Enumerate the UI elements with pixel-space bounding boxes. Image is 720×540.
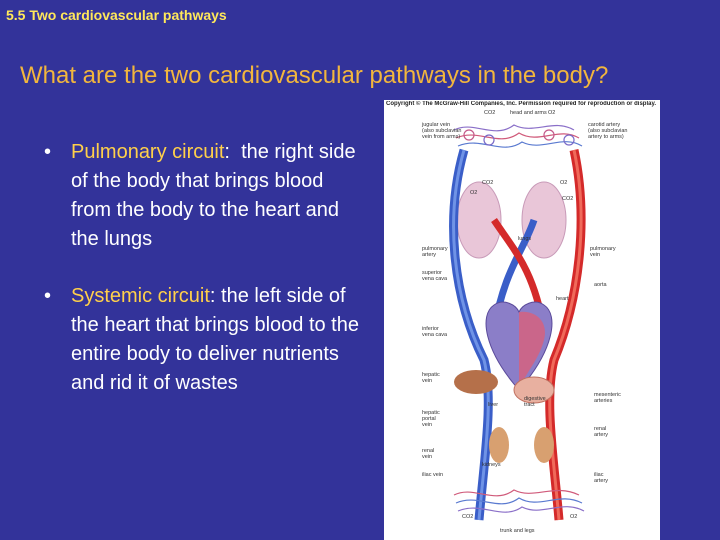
label-lungs: lungs [518, 236, 532, 242]
bullet-systemic-circuit: • Systemic circuit: the left side of the… [44, 282, 364, 398]
bullet-pulmonary-circuit: • Pulmonary circuit: the right side of t… [44, 138, 364, 254]
label-mesenteric-arteries: mesenteric arteries [594, 392, 621, 404]
label-digestive-tract: digestive tract [524, 396, 546, 408]
bullet-text: the right side of the body that brings b… [71, 141, 362, 250]
label-head-and-arms: head and arms [510, 110, 547, 116]
label-co2-top: CO2 [484, 110, 496, 116]
label-jugular-vein: jugular vein (also subclavian vein from … [422, 122, 462, 140]
bullet-dot: • [44, 141, 52, 163]
left-kidney [489, 427, 509, 463]
label-o2-bottom: O2 [570, 514, 578, 520]
label-liver: liver [488, 402, 499, 408]
bullet-term: Systemic circuit [71, 285, 210, 307]
label-o2-right: O2 [560, 180, 568, 186]
label-co2-right: CO2 [562, 196, 574, 202]
label-co2-bottom: CO2 [462, 514, 474, 520]
label-o2-left: O2 [470, 190, 478, 196]
leg-capillaries [453, 489, 585, 513]
label-co2-left: CO2 [482, 180, 494, 186]
label-heart: heart [556, 296, 569, 302]
copyright-notice: Copyright © The McGraw-Hill Companies, I… [386, 101, 657, 107]
right-kidney [534, 427, 554, 463]
section-label: 5.5 Two cardiovascular pathways [6, 7, 227, 23]
bullet-term: Pulmonary circuit [71, 141, 225, 163]
label-iliac-vein: iliac vein [422, 472, 444, 478]
label-carotid-artery: carotid artery (also subclavian artery t… [588, 122, 628, 140]
bullet-separator: : [224, 141, 230, 163]
label-inferior-vena-cava: inferior vena cava [422, 326, 448, 338]
bullet-separator: : [209, 285, 216, 307]
right-lung [521, 181, 567, 259]
bullet-text: the left side of the heart that brings b… [71, 285, 365, 394]
label-hepatic-vein: hepatic vein [422, 372, 440, 384]
label-aorta: aorta [594, 282, 607, 288]
label-o2-top: O2 [548, 110, 556, 116]
label-hepatic-portal-vein: hepatic portal vein [422, 410, 440, 428]
label-kidneys: kidneys [482, 462, 501, 468]
label-pulmonary-artery: pulmonary artery [422, 246, 448, 258]
bullet-list: • Pulmonary circuit: the right side of t… [44, 138, 364, 426]
circulatory-diagram-art [449, 124, 586, 521]
liver-shape [454, 370, 498, 394]
bullet-dot: • [44, 285, 52, 307]
label-iliac-artery: iliac artery [594, 472, 609, 484]
digestive-shape [513, 376, 555, 404]
label-pulmonary-vein: pulmonary vein [590, 246, 616, 258]
circulatory-diagram: Copyright © The McGraw-Hill Companies, I… [384, 100, 660, 540]
head-capillaries [453, 124, 583, 148]
slide-title: What are the two cardiovascular pathways… [20, 62, 609, 89]
label-renal-vein: renal vein [422, 448, 435, 460]
label-superior-vena-cava: superior vena cava [422, 270, 448, 282]
label-trunk-and-legs: trunk and legs [500, 528, 535, 534]
label-renal-artery: renal artery [594, 426, 609, 438]
